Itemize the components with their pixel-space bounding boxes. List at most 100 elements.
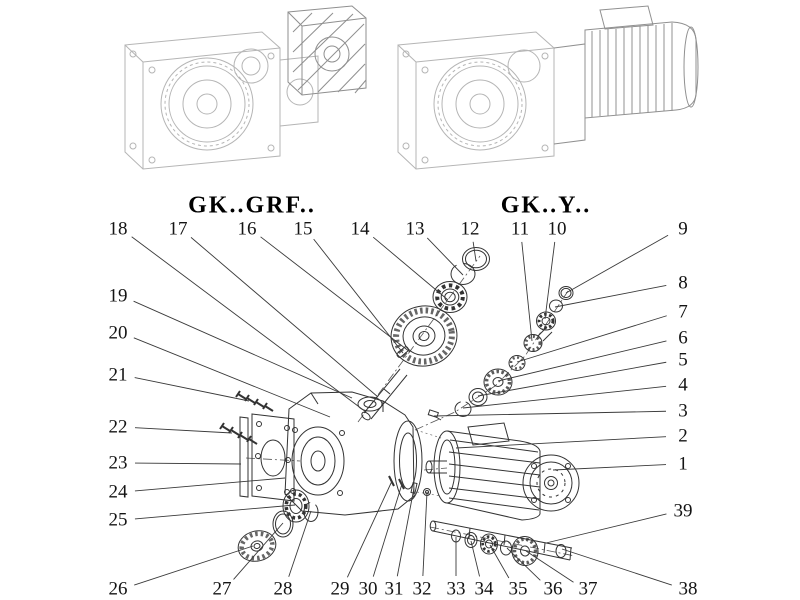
ring-34 — [464, 532, 478, 548]
leader-line-8 — [554, 284, 667, 308]
part-number-29: 29 — [330, 578, 350, 600]
part-number-4: 4 — [678, 374, 688, 396]
helical-gear — [390, 305, 458, 367]
part-number-37: 37 — [578, 578, 598, 600]
leader-line-31 — [396, 487, 415, 577]
variant-title-grf: GK..GRF.. — [188, 192, 316, 219]
end-nut-38 — [555, 544, 567, 558]
spacer-36 — [500, 540, 512, 556]
part-number-12: 12 — [460, 218, 480, 240]
grf-input-cover — [287, 5, 367, 96]
part-number-14: 14 — [350, 218, 370, 240]
leader-line-39 — [545, 513, 667, 544]
part-number-20: 20 — [108, 322, 128, 344]
variant-title-y: GK..Y.. — [500, 192, 592, 219]
part-number-35: 35 — [508, 578, 528, 600]
leader-line-30 — [372, 483, 403, 577]
leader-line-21 — [134, 377, 250, 402]
part-number-34: 34 — [474, 578, 494, 600]
leader-line-22 — [134, 427, 233, 434]
part-number-26: 26 — [108, 578, 128, 600]
seal-ring-27 — [272, 510, 294, 538]
leader-line-7 — [516, 315, 667, 363]
part-number-25: 25 — [108, 509, 128, 531]
leader-line-27 — [233, 522, 284, 580]
leader-line-12 — [472, 241, 477, 262]
part-number-11: 11 — [510, 218, 530, 240]
washer-5 — [468, 388, 488, 406]
leader-line-9 — [565, 234, 669, 294]
part-number-7: 7 — [678, 301, 688, 323]
part-number-17: 17 — [168, 218, 188, 240]
retaining-ring-13 — [450, 263, 476, 285]
breather-plug — [427, 409, 442, 421]
grf-assembled-drawing — [124, 31, 319, 170]
y-motor — [553, 5, 699, 145]
part-number-9: 9 — [678, 218, 688, 240]
electric-motor — [425, 422, 580, 521]
part-number-31: 31 — [384, 578, 404, 600]
part-number-10: 10 — [547, 218, 567, 240]
part-number-3: 3 — [678, 400, 688, 422]
part-number-18: 18 — [108, 218, 128, 240]
screw-set-22 — [219, 422, 258, 445]
leader-line-32 — [422, 491, 428, 577]
y-assembled-drawing — [397, 31, 555, 170]
part-number-5: 5 — [678, 349, 688, 371]
leader-line-20 — [133, 337, 331, 418]
leader-line-6 — [497, 340, 667, 382]
leader-line-38 — [561, 548, 672, 586]
pinion-gear-7 — [508, 355, 526, 371]
leader-line-10 — [544, 241, 556, 320]
output-gear-shaft — [361, 368, 408, 421]
part-number-36: 36 — [543, 578, 563, 600]
part-number-8: 8 — [678, 272, 688, 294]
leader-line-23 — [134, 462, 242, 465]
leader-line-18 — [131, 236, 367, 413]
leader-line-2 — [455, 436, 667, 449]
retaining-ring-28 — [303, 502, 319, 522]
part-number-21: 21 — [108, 364, 128, 386]
leader-line-26 — [134, 545, 254, 586]
leader-line-3 — [433, 410, 667, 417]
leader-line-11 — [521, 241, 533, 342]
leader-line-34 — [470, 540, 480, 577]
leader-line-35 — [489, 544, 510, 579]
seal-ring-12 — [462, 247, 490, 271]
leader-line-19 — [133, 300, 353, 399]
part-number-15: 15 — [293, 218, 313, 240]
gear-housing — [284, 391, 423, 516]
fit-guides — [415, 429, 442, 497]
leader-line-14 — [372, 236, 449, 301]
part-number-22: 22 — [108, 416, 128, 438]
leader-line-4 — [462, 385, 667, 409]
leader-line-36 — [506, 547, 541, 581]
leader-line-15 — [313, 238, 404, 354]
part-number-28: 28 — [273, 578, 293, 600]
leader-line-1 — [552, 464, 667, 471]
ball-bearing-14 — [432, 281, 468, 313]
leader-line-5 — [477, 361, 667, 397]
part-number-33: 33 — [446, 578, 466, 600]
part-number-24: 24 — [108, 481, 128, 503]
leader-line-16 — [260, 236, 411, 353]
part-number-32: 32 — [412, 578, 432, 600]
part-number-38: 38 — [678, 578, 698, 600]
flange-gasket — [239, 416, 249, 498]
part-number-39: 39 — [673, 500, 693, 522]
leader-line-25 — [134, 504, 296, 520]
leader-line-24 — [134, 477, 286, 492]
part-number-30: 30 — [358, 578, 378, 600]
part-number-23: 23 — [108, 452, 128, 474]
part-number-16: 16 — [237, 218, 257, 240]
part-number-27: 27 — [212, 578, 232, 600]
part-number-6: 6 — [678, 327, 688, 349]
retaining-ring-4 — [454, 401, 472, 417]
seal-ring-9 — [558, 286, 574, 300]
leader-line-28 — [288, 510, 312, 577]
part-number-13: 13 — [405, 218, 425, 240]
leader-line-37 — [525, 550, 574, 583]
leader-line-17 — [190, 237, 379, 398]
